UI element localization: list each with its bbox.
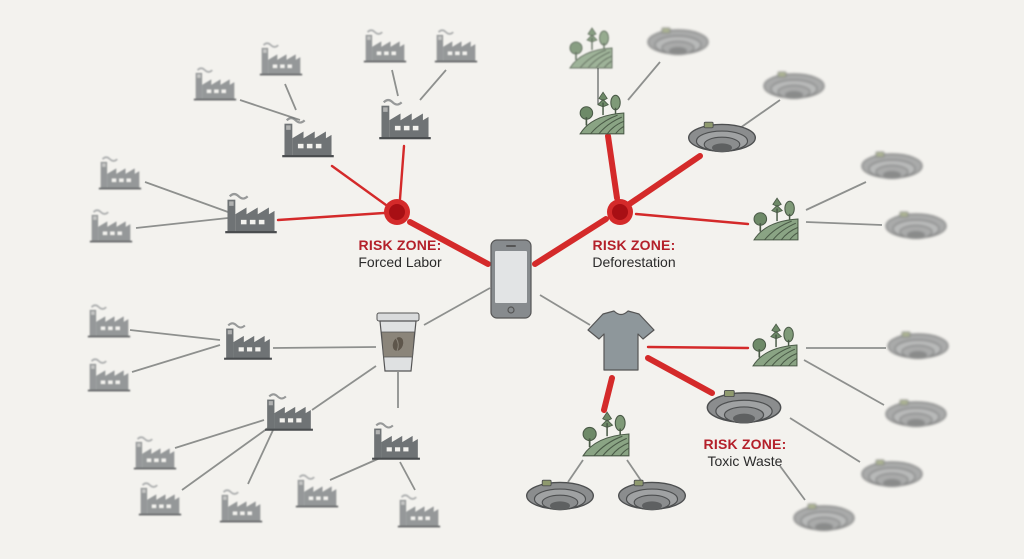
factory-icon — [370, 422, 422, 461]
factory-icon — [222, 322, 274, 361]
farm-icon — [753, 197, 799, 241]
open-pit-mine-icon — [763, 71, 825, 100]
risk-zone-name: Deforestation — [592, 254, 676, 270]
risk-zone-label-toxic-waste: RISK ZONE: Toxic Waste — [690, 436, 800, 470]
factory-icon — [192, 67, 238, 102]
risk-links — [276, 133, 750, 413]
factory-icon — [433, 29, 479, 64]
smartphone-icon[interactable] — [490, 239, 532, 319]
risk-zone-name: Toxic Waste — [707, 453, 783, 469]
factory-icon — [281, 116, 335, 159]
open-pit-mine-icon — [525, 479, 595, 511]
factory-icon — [86, 304, 132, 339]
open-pit-mine-icon — [793, 503, 855, 532]
risk-zone-label-forced-labor: RISK ZONE: Forced Labor — [345, 237, 455, 271]
open-pit-mine-icon — [687, 121, 757, 153]
open-pit-mine-icon — [861, 459, 923, 488]
factory-icon — [378, 98, 432, 141]
open-pit-mine-icon — [647, 27, 709, 56]
risk-zone-heading: RISK ZONE: — [592, 237, 676, 253]
factory-icon — [137, 482, 183, 517]
risk-zone-heading: RISK ZONE: — [358, 237, 442, 253]
factory-icon — [224, 192, 278, 235]
factory-icon — [88, 209, 134, 244]
risk-zone-label-deforestation: RISK ZONE: Deforestation — [574, 237, 694, 271]
factory-icon — [86, 358, 132, 393]
factory-nodes — [222, 98, 432, 461]
open-pit-mine-icon — [617, 479, 687, 511]
factory-icon — [263, 393, 315, 432]
open-pit-mine-icon — [885, 399, 947, 428]
open-pit-mine-icon — [861, 151, 923, 180]
factory-icon — [258, 42, 304, 77]
farm-icon — [582, 411, 630, 457]
open-pit-mine-icon — [887, 331, 949, 360]
factory-icon — [132, 436, 178, 471]
factory-icon — [218, 489, 264, 524]
farm-icon — [752, 323, 798, 367]
open-pit-mine-icon — [706, 389, 782, 425]
factory-icon — [396, 494, 442, 529]
risk-zone-name: Forced Labor — [358, 254, 442, 270]
risk-hub-forced-labor[interactable] — [384, 199, 410, 225]
distant-farm-nodes — [569, 27, 613, 69]
factory-icon — [362, 29, 408, 64]
coffee-cup-icon[interactable] — [376, 312, 420, 372]
risk-hub-deforestation[interactable] — [607, 199, 633, 225]
open-pit-mine-icon — [885, 211, 947, 240]
farm-icon — [569, 27, 613, 69]
risk-zone-heading: RISK ZONE: — [703, 436, 787, 452]
supply-links — [129, 61, 886, 501]
farm-icon — [579, 91, 625, 135]
factory-icon — [97, 156, 143, 191]
tshirt-icon[interactable] — [587, 310, 655, 371]
distant-factory-nodes — [86, 29, 479, 529]
